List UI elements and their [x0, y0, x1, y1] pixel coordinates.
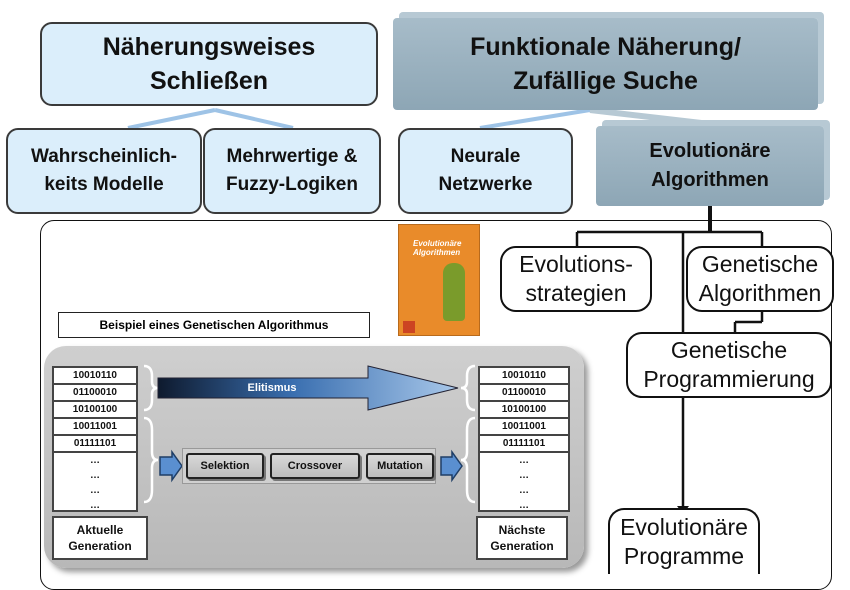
mutation-operator: Mutation [366, 453, 434, 479]
book-title: Evolutionäre Algorithmen [413, 239, 462, 257]
next-generation-stack: 10010110 01100010 10100100 10011001 0111… [478, 366, 570, 512]
book-publisher-logo [403, 321, 415, 333]
current-generation-stack: 10010110 01100010 10100100 10011001 0111… [52, 366, 138, 512]
ga-title: Beispiel eines Genetischen Algorithmus [58, 312, 370, 338]
connector-to-neurale [479, 108, 591, 130]
box-line2: keits Modelle [44, 174, 164, 195]
neurale-netzwerke-box: Neurale Netzwerke [398, 128, 573, 214]
box-line2: Algorithmen [651, 169, 769, 191]
naeherungsweises-schliessen-box: Näherungsweises Schließen [40, 22, 378, 106]
bitstring: 01100010 [54, 385, 136, 402]
box-line1: Evolutionäre [649, 140, 771, 162]
connector-to-mehrwertige [214, 108, 294, 130]
bitstring: 10100100 [54, 402, 136, 419]
bitstring: 10010110 [480, 368, 568, 385]
ops-out-arrow-icon [440, 449, 463, 483]
ellipsis: … [519, 470, 529, 481]
bitstring: 10011001 [480, 419, 568, 436]
ellipsis: … [90, 455, 100, 466]
connector-lines [127, 107, 764, 514]
bitstring: 01111101 [480, 436, 568, 453]
funktionale-naeherung-box: Funktionale Näherung/ Zufällige Suche [393, 18, 818, 110]
elitismus-arrow-icon [157, 365, 459, 411]
left-brace-bottom-icon [143, 416, 159, 504]
next-generation-label: Nächste Generation [476, 516, 568, 560]
ellipsis: … [519, 455, 529, 466]
connector-to-wahrscheinlich [127, 108, 216, 130]
ellipsis: … [519, 485, 529, 496]
wahrscheinlichkeits-modelle-box: Wahrscheinlich- keits Modelle [6, 128, 202, 214]
evolutionsstrategien-box: Evolutions- strategien [500, 246, 652, 312]
box-line2: Netzwerke [438, 174, 533, 195]
current-generation-label: Aktuelle Generation [52, 516, 148, 560]
genetische-programmierung-box: Genetische Programmierung [626, 332, 832, 398]
box-line1: Neurale [450, 146, 521, 167]
left-brace-top-icon [143, 364, 159, 412]
genetische-algorithmen-box: Genetische Algorithmen [686, 246, 834, 312]
ga-graphics [143, 364, 476, 504]
box-line1: Wahrscheinlich- [30, 146, 178, 167]
bitstring: 01100010 [480, 385, 568, 402]
bitstring: 10010110 [54, 368, 136, 385]
connector-to-evolutionaere [589, 107, 711, 127]
right-brace-top-icon [460, 364, 476, 412]
bitstring: 10011001 [54, 419, 136, 436]
evolutionaere-algorithmen-box: Evolutionäre Algorithmen [596, 126, 824, 206]
selektion-operator: Selektion [186, 453, 264, 479]
book-figure-icon [443, 263, 465, 321]
bitstring: 10100100 [480, 402, 568, 419]
right-brace-bottom-icon [460, 416, 476, 504]
box-line1: Mehrwertige & [226, 146, 358, 167]
crossover-operator: Crossover [270, 453, 360, 479]
box-line2: Schließen [149, 67, 269, 95]
box-line2: Fuzzy-Logiken [226, 174, 358, 195]
elitismus-label: Elitismus [247, 382, 297, 394]
box-line1: Näherungsweises [102, 33, 316, 61]
mehrwertige-fuzzy-box: Mehrwertige & Fuzzy-Logiken [203, 128, 381, 214]
ellipsis: … [519, 500, 529, 511]
bitstring: 01111101 [54, 436, 136, 453]
ellipsis: … [90, 470, 100, 481]
ops-in-arrow-icon [159, 449, 183, 483]
box-line1: Funktionale Näherung/ [470, 33, 741, 61]
box-line2: Zufällige Suche [513, 67, 698, 95]
ellipsis: … [90, 485, 100, 496]
evolutionaere-programme-box: Evolutionäre Programme [608, 508, 760, 574]
ellipsis: … [90, 500, 100, 511]
book-cover-image: Evolutionäre Algorithmen [398, 224, 480, 336]
